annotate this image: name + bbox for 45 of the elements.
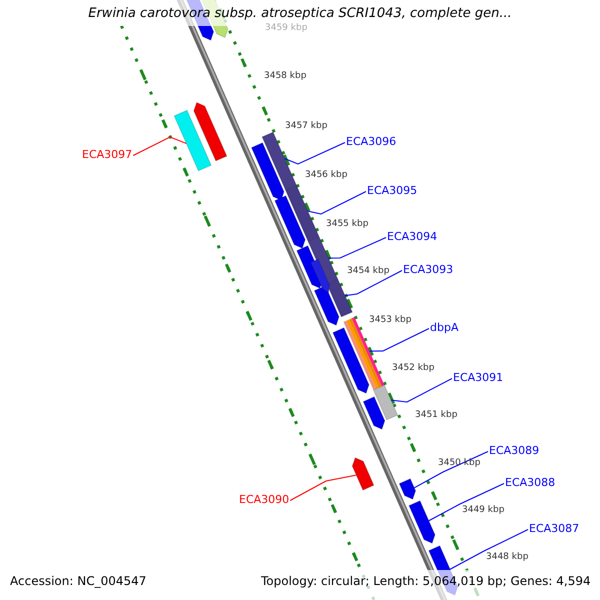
- scale-label: 3458 kbp: [264, 72, 306, 81]
- scale-label: 3455 kbp: [326, 220, 368, 229]
- leader-line: [414, 451, 488, 488]
- gene-label: ECA3090: [239, 494, 290, 505]
- gene-label: ECA3089: [489, 445, 540, 456]
- gene-block: [174, 110, 212, 172]
- leader-line: [307, 191, 366, 215]
- scale-label: 3448 kbp: [486, 553, 528, 562]
- scale-label: 3450 kbp: [438, 459, 480, 468]
- gene-label: ECA3093: [403, 264, 454, 275]
- scale-label: 3451 kbp: [415, 411, 458, 420]
- gene-block: [408, 500, 436, 544]
- gene-label: ECA3088: [505, 477, 556, 488]
- gene-label: ECA3097: [82, 149, 132, 160]
- gene-label: ECA3091: [453, 372, 504, 383]
- gene-block: [352, 457, 374, 491]
- gene-block: [398, 478, 416, 500]
- leader-line: [390, 378, 452, 403]
- leader-line: [368, 328, 430, 352]
- scale-label: 3449 kbp: [462, 506, 504, 515]
- gene-block: [261, 131, 298, 191]
- scale-label: 3457 kbp: [285, 122, 328, 131]
- leader-line: [428, 483, 504, 522]
- chart-title: Erwinia carotovora subsp. atroseptica SCRI1043, complete gen...: [87, 7, 513, 20]
- leader-line: [290, 474, 357, 501]
- gene-block: [284, 184, 320, 243]
- gene-label: ECA3094: [387, 231, 438, 242]
- scale-label: 3453 kbp: [369, 316, 412, 325]
- leader-line: [344, 270, 402, 296]
- scale-label: 3452 kbp: [392, 364, 434, 373]
- leader-line: [328, 237, 386, 259]
- scale-label: 3454 kbp: [347, 267, 390, 276]
- gene-label: ECA3095: [367, 185, 418, 196]
- gene-label: ECA3096: [346, 136, 396, 147]
- leader-line: [450, 529, 528, 570]
- scale-label: 3459 kbp: [265, 24, 308, 33]
- accession-text: Accession: NC_004547: [10, 575, 146, 587]
- leader-line: [284, 142, 346, 165]
- gene-block: [372, 384, 398, 421]
- gene-label: dbpA: [430, 322, 458, 333]
- gene-label: ECA3087: [529, 523, 580, 534]
- gene-block: [326, 278, 353, 318]
- summary-text: Topology: circular; Length: 5,064,019 bp; Genes: 4,594: [261, 575, 591, 587]
- scale-label: 3456 kbp: [305, 171, 348, 180]
- leader-line: [132, 136, 187, 156]
